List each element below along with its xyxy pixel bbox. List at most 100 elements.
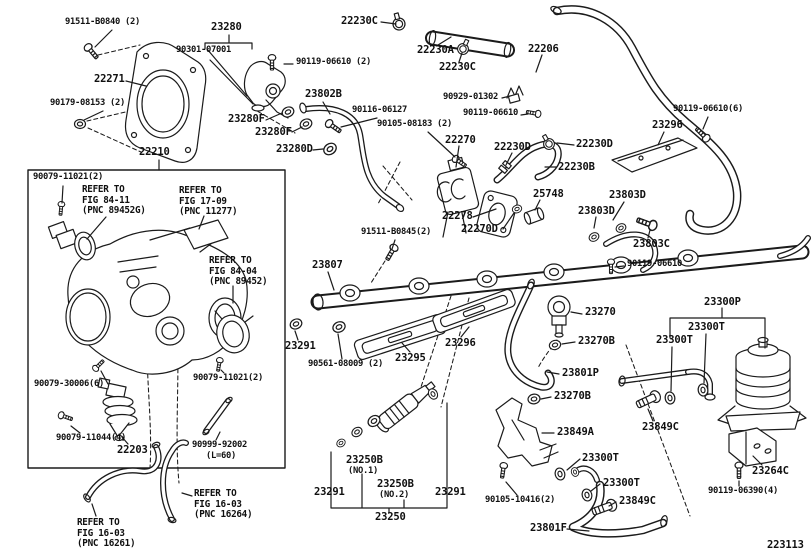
diagram-id: 223113: [767, 539, 804, 551]
part-label: 90079-11044(4): [56, 433, 126, 443]
insulator-23296-top-drawing: [611, 137, 698, 173]
part-label: 23295: [395, 352, 426, 364]
part-label: 22230B: [558, 161, 595, 173]
part-label: 22210: [139, 146, 170, 158]
part-label: 90561-08009 (2): [308, 359, 383, 369]
part-label: 22278: [442, 210, 473, 222]
part-label: 22271: [94, 73, 125, 85]
part-label: 23280F: [228, 113, 265, 125]
part-label: 23300T: [582, 452, 619, 464]
part-label: 23280: [211, 21, 242, 33]
refer-note-line: (PNC 11277): [179, 206, 238, 217]
refer-note-line: (PNC 16261): [77, 538, 136, 549]
refer-note-line: FIG 84-04: [209, 265, 257, 277]
part-label: 22230D: [576, 138, 613, 150]
part-label: 90105-10416(2): [485, 495, 555, 505]
bracket-23264c-drawing: [728, 427, 777, 467]
part-label: 23300T: [688, 321, 725, 333]
part-label: (L=60): [206, 451, 236, 461]
part-label: 90079-30006(6): [34, 379, 104, 389]
injector-23250-drawing: [374, 381, 436, 433]
part-label: 22270D: [461, 223, 498, 235]
hose-clamp-icon: [389, 11, 407, 32]
hose-clip-icon: [498, 159, 512, 175]
part-label: 25748: [533, 188, 564, 200]
part-label: 23250B: [377, 478, 414, 490]
refer-note-line: REFER TO: [179, 185, 222, 196]
part-label: 90929-01302: [443, 92, 498, 102]
part-label: 23300P: [704, 296, 741, 308]
part-label: 23849C: [642, 421, 679, 433]
refer-note-line: (PNC 16264): [194, 509, 253, 520]
part-label: 22270: [445, 134, 476, 146]
part-label: 23803D: [609, 189, 646, 201]
throttle-body-assembly-drawing: [47, 219, 254, 375]
hose-22206-drawing: [550, 5, 742, 235]
refer-note-line: FIG 16-03: [194, 498, 242, 510]
part-label: 23807: [312, 259, 343, 271]
part-label: 23270B: [578, 335, 615, 347]
valve-23280-drawing: [243, 60, 289, 119]
part-label: 23296: [445, 337, 476, 349]
part-label: 23280F: [255, 126, 292, 138]
refer-note-line: (PNC 89452G): [82, 205, 146, 216]
union-25748-drawing: [523, 207, 545, 225]
part-label: 23300T: [656, 334, 693, 346]
part-label: 90179-08153 (2): [50, 98, 125, 108]
part-label: 23803C: [633, 238, 670, 250]
part-label: 23280D: [276, 143, 313, 155]
part-label: 91511-B0840 (2): [65, 17, 140, 27]
part-label: 23802B: [305, 88, 342, 100]
insulator-23296-mid-drawing: [432, 288, 516, 334]
part-label: 90119-06610: [627, 259, 682, 269]
part-label: 90119-06610(6): [673, 104, 743, 114]
hose-23801p-drawing: [504, 278, 555, 391]
refer-note-line: FIG 16-03: [77, 527, 125, 539]
part-label: 22230D: [494, 141, 531, 153]
part-label: 23250: [375, 511, 406, 523]
refer-note-line: REFER TO: [82, 184, 125, 195]
banjo-bolt-23849c-icon: [635, 390, 662, 409]
part-label: 23296: [652, 119, 683, 131]
part-label: 90119-06610 (2): [296, 57, 371, 67]
vacuum-pipe-23802b-drawing: [299, 102, 405, 213]
part-label: (NO.1): [348, 466, 378, 476]
leader-lines: [61, 21, 766, 532]
part-label: 22206: [528, 43, 559, 55]
part-label: 91511-B0845(2): [361, 227, 431, 237]
pipe-clip-icon: [506, 85, 524, 104]
part-label: 23300T: [603, 477, 640, 489]
part-label: 90119-06610: [463, 108, 518, 118]
bracket-23849a-drawing: [495, 397, 559, 467]
refer-note-line: REFER TO: [77, 517, 120, 528]
part-label: 90119-06390(4): [708, 486, 778, 496]
return-pipe-23803-drawing: [603, 231, 659, 273]
part-label: 90079-11021(2): [33, 172, 103, 182]
banjo-bolt-23849c-icon: [591, 498, 618, 516]
refer-note-line: FIG 84-11: [82, 194, 130, 206]
fuel-filter-23300-drawing: [717, 336, 807, 432]
part-label: 23264C: [752, 465, 789, 477]
refer-note-line: REFER TO: [209, 255, 252, 266]
cold-start-injector-22270-drawing: [436, 156, 480, 238]
refer-note-line: FIG 17-09: [179, 195, 227, 207]
refer-note-line: (PNC 89452): [209, 276, 268, 287]
fuel-rail-23807-drawing: [310, 235, 811, 311]
part-label: 90999-92002: [192, 440, 247, 450]
part-label: 23270: [585, 306, 616, 318]
part-label: 90079-11021(2): [193, 373, 263, 383]
part-label: 23291: [314, 486, 345, 498]
isc-valve-22203-drawing: [97, 377, 138, 442]
part-label: 23801F: [530, 522, 567, 534]
hose-90999-drawing: [202, 396, 233, 436]
part-label: 23849A: [557, 426, 594, 438]
part-label: 22230A: [417, 44, 454, 56]
part-label: (NO.2): [379, 490, 409, 500]
bolt-icons: [56, 41, 744, 480]
gasket-22271-drawing: [124, 41, 207, 163]
